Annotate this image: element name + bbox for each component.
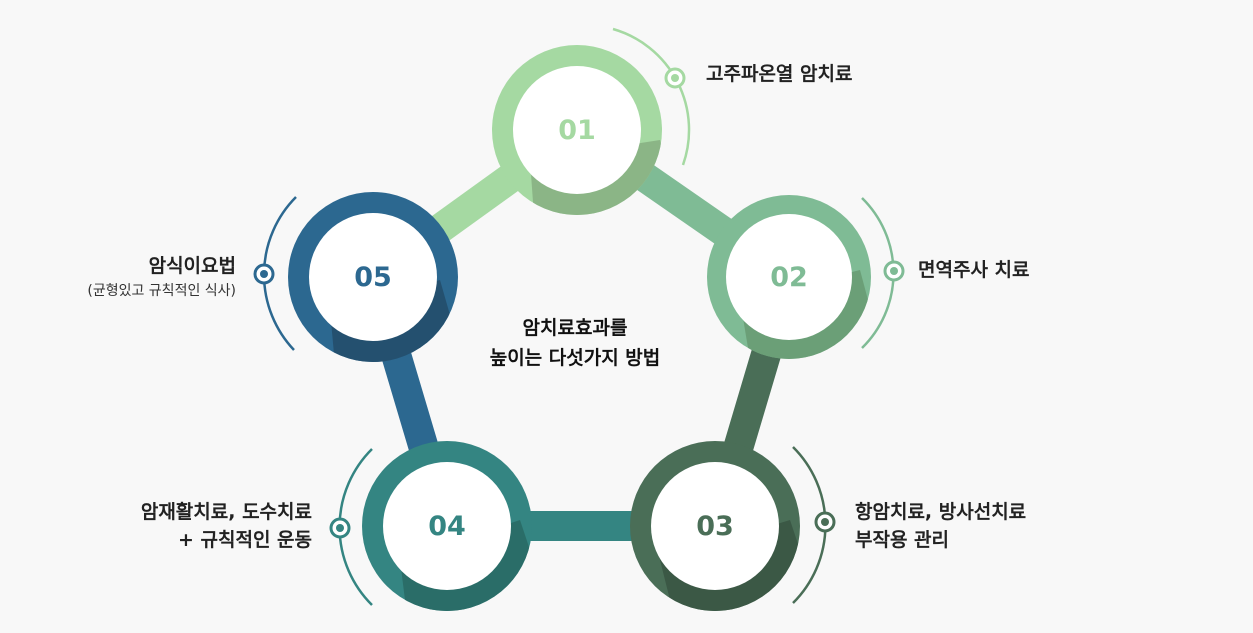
step-03-node: 03 xyxy=(630,441,800,611)
step-04-number: 04 xyxy=(428,511,466,542)
center-title: 암치료효과를 높이는 다섯가지 방법 xyxy=(470,313,680,373)
step-01-label: 고주파온열 암치료 xyxy=(706,63,853,85)
step-03-number: 03 xyxy=(696,511,734,542)
step-05-node: 05 xyxy=(288,192,458,362)
step-05-label-main: 암식이요법 xyxy=(148,255,236,277)
step-05-label-sub: (균형있고 규칙적인 식사) xyxy=(87,283,236,299)
step-05-label: 암식이요법 (균형있고 규칙적인 식사) xyxy=(87,252,236,302)
marker-04-icon xyxy=(329,517,351,539)
center-title-line-2: 높이는 다섯가지 방법 xyxy=(489,347,661,369)
marker-05-icon xyxy=(253,263,275,285)
step-02-label: 면역주사 치료 xyxy=(918,259,1030,281)
marker-02-icon xyxy=(883,260,905,282)
step-04-node: 04 xyxy=(362,441,532,611)
center-title-line-1: 암치료효과를 xyxy=(522,317,628,339)
step-02-number: 02 xyxy=(770,262,808,293)
step-04-label-line-2: + 규칙적인 운동 xyxy=(177,529,312,551)
step-01-number: 01 xyxy=(558,115,596,146)
step-03-label-line-1: 항암치료, 방사선치료 xyxy=(855,501,1027,523)
step-03-label: 항암치료, 방사선치료 부작용 관리 xyxy=(855,498,1026,554)
marker-03-icon xyxy=(814,511,836,533)
step-04-label: 암재활치료, 도수치료 + 규칙적인 운동 xyxy=(141,498,312,554)
step-05-number: 05 xyxy=(354,262,392,293)
step-02-node: 02 xyxy=(707,195,871,359)
step-03-label-line-2: 부작용 관리 xyxy=(855,529,950,551)
marker-01-icon xyxy=(664,67,686,89)
step-04-label-line-1: 암재활치료, 도수치료 xyxy=(140,501,312,523)
